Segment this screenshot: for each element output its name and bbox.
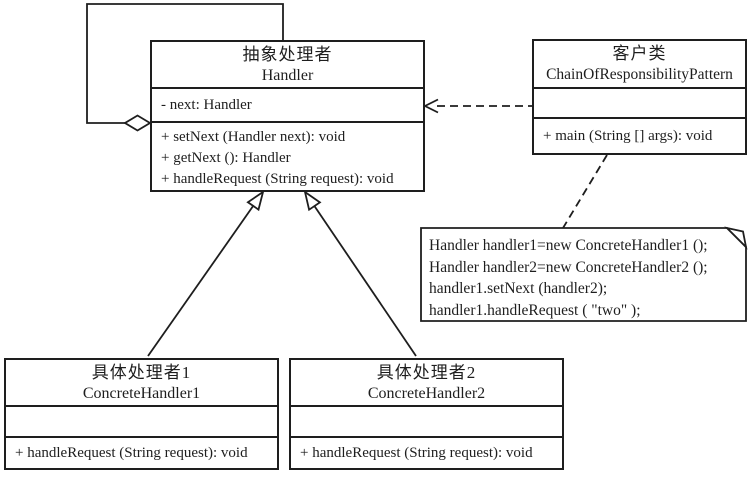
generalization-line-right bbox=[313, 205, 417, 357]
note-body bbox=[420, 227, 747, 322]
client-name-en: ChainOfResponsibilityPattern bbox=[546, 66, 733, 83]
handler-name-en: Handler bbox=[261, 66, 314, 84]
client-method: + main (String [] args): void bbox=[543, 127, 713, 144]
handler-methods-section: + setNext (Handler next): void + getNext… bbox=[152, 121, 423, 190]
handler-method: + handleRequest (String request): void bbox=[161, 171, 394, 187]
concrete1-name-en: ConcreteHandler1 bbox=[82, 384, 201, 402]
generalization-arrowhead-left-icon bbox=[246, 189, 265, 212]
concrete1-methods-section: + handleRequest (String request): void bbox=[6, 436, 277, 468]
handler-method: + getNext (): Handler bbox=[161, 150, 291, 166]
concrete2-attributes-section bbox=[291, 405, 562, 436]
self-association-line bbox=[86, 3, 284, 124]
note-code-text: Handler handler1=new ConcreteHandler1 ()… bbox=[429, 235, 741, 321]
class-box-client: 客户类 ChainOfResponsibilityPattern + main … bbox=[532, 39, 747, 155]
concrete2-methods-section: + handleRequest (String request): void bbox=[291, 436, 562, 468]
concrete1-method: + handleRequest (String request): void bbox=[15, 444, 248, 461]
generalization-line-left bbox=[147, 205, 254, 357]
note-code-line: handler1.setNext (handler2); bbox=[429, 280, 608, 297]
handler-method: + setNext (Handler next): void bbox=[161, 129, 346, 145]
client-methods-section: + main (String [] args): void bbox=[534, 117, 745, 153]
concrete1-name-cn: 具体处理者1 bbox=[91, 362, 192, 382]
note-code-line: Handler handler2=new ConcreteHandler2 ()… bbox=[429, 258, 708, 276]
client-title-section: 客户类 ChainOfResponsibilityPattern bbox=[534, 41, 745, 87]
dependency-arrowhead-icon bbox=[422, 98, 439, 114]
concrete1-attributes-section bbox=[6, 405, 277, 436]
note-fold-icon bbox=[724, 226, 748, 250]
handler-attribute: - next: Handler bbox=[161, 96, 252, 113]
class-box-concrete-handler-2: 具体处理者2 ConcreteHandler2 + handleRequest … bbox=[289, 358, 564, 470]
concrete2-name-en: ConcreteHandler2 bbox=[367, 384, 486, 402]
handler-name-cn: 抽象处理者 bbox=[242, 44, 333, 64]
note-anchor-dashed-line bbox=[562, 154, 608, 229]
concrete2-name-cn: 具体处理者2 bbox=[376, 362, 477, 382]
concrete2-title-section: 具体处理者2 ConcreteHandler2 bbox=[291, 360, 562, 405]
note-code-line: handler1.handleRequest ( "two" ); bbox=[429, 301, 641, 319]
client-name-cn: 客户类 bbox=[612, 44, 667, 63]
note-code-line: Handler handler1=new ConcreteHandler1 ()… bbox=[429, 237, 708, 254]
aggregation-diamond-icon bbox=[123, 114, 152, 132]
class-box-handler: 抽象处理者 Handler - next: Handler + setNext … bbox=[150, 40, 425, 192]
generalization-arrowhead-right-icon bbox=[303, 189, 322, 212]
handler-title-section: 抽象处理者 Handler bbox=[152, 42, 423, 87]
client-attributes-section bbox=[534, 87, 745, 117]
concrete1-title-section: 具体处理者1 ConcreteHandler1 bbox=[6, 360, 277, 405]
class-box-concrete-handler-1: 具体处理者1 ConcreteHandler1 + handleRequest … bbox=[4, 358, 279, 470]
concrete2-method: + handleRequest (String request): void bbox=[300, 444, 533, 461]
handler-attributes-section: - next: Handler bbox=[152, 87, 423, 121]
